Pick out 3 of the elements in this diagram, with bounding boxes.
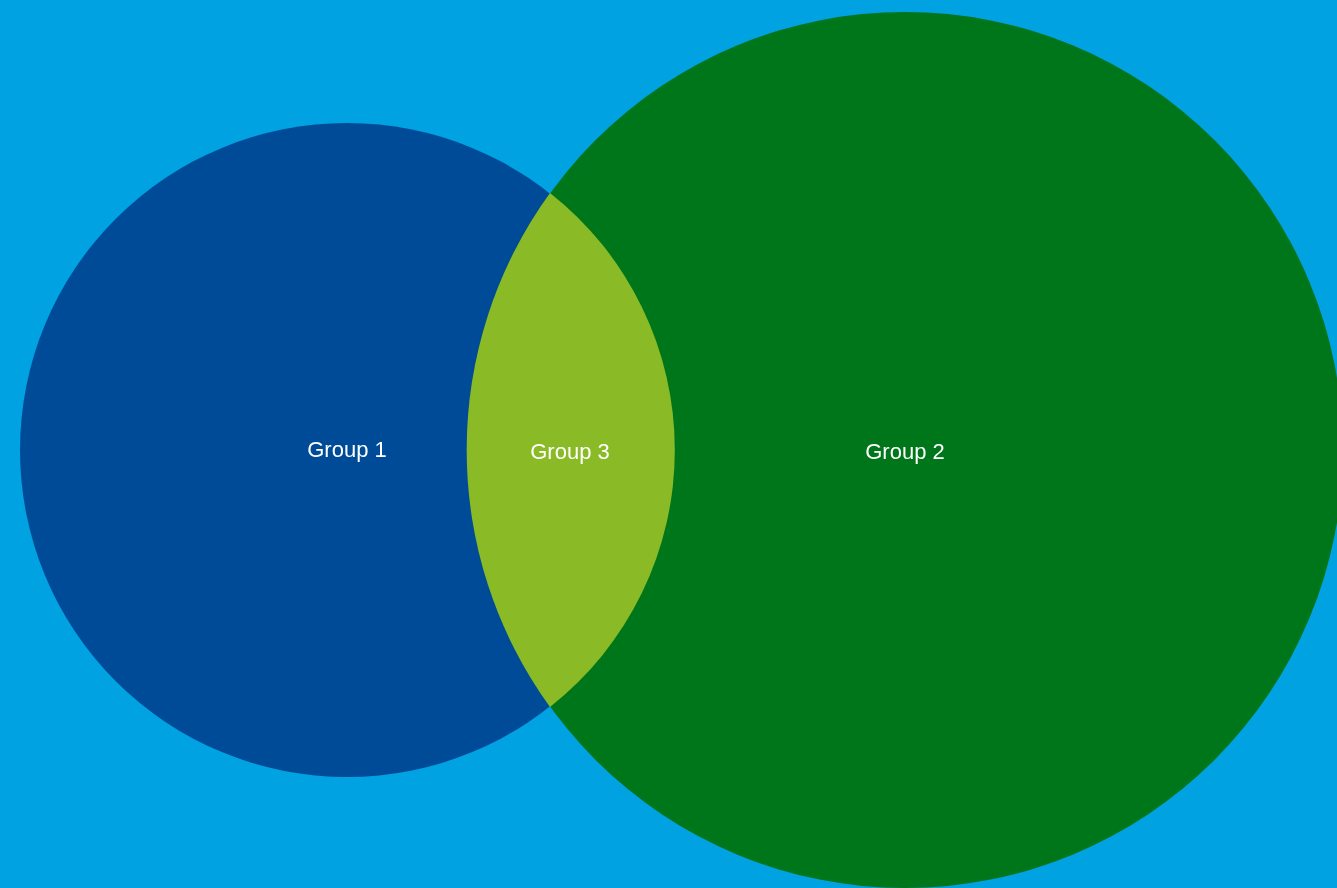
group-label: Group 2 — [865, 439, 945, 465]
group-label: Group 1 — [307, 437, 387, 463]
group-label: Group 3 — [530, 439, 610, 465]
